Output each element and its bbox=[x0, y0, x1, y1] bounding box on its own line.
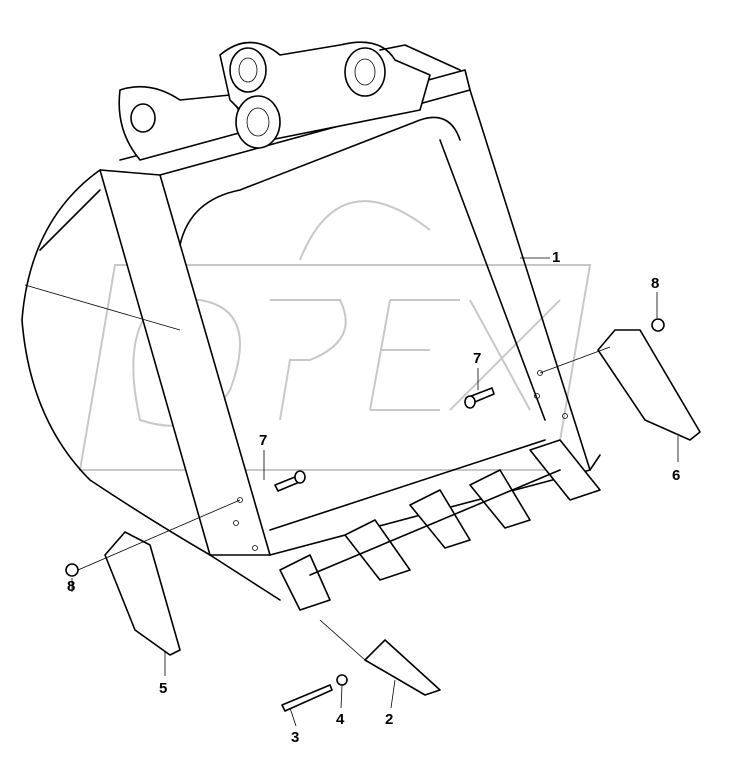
part-6-side-cutter bbox=[539, 329, 701, 441]
callout-7-right: 7 bbox=[473, 350, 481, 367]
part-3-pin bbox=[281, 684, 333, 712]
callout-4: 4 bbox=[336, 711, 345, 728]
callout-1: 1 bbox=[552, 249, 560, 266]
callout-8-right: 8 bbox=[651, 275, 659, 292]
part-8-nut bbox=[65, 318, 665, 577]
callout-8-left: 8 bbox=[67, 578, 75, 595]
callout-7-left: 7 bbox=[259, 432, 267, 449]
teeth-row bbox=[279, 439, 601, 611]
callout-2: 2 bbox=[385, 711, 393, 728]
part-5-side-cutter bbox=[77, 499, 241, 656]
part-7-bolt bbox=[274, 387, 495, 492]
callout-5: 5 bbox=[159, 680, 167, 697]
leader-lines bbox=[71, 257, 679, 727]
part-2-tooth bbox=[319, 619, 441, 696]
bucket bbox=[21, 41, 601, 601]
part-4-retainer bbox=[336, 674, 348, 686]
callout-3: 3 bbox=[291, 729, 299, 746]
callout-6: 6 bbox=[672, 467, 680, 484]
